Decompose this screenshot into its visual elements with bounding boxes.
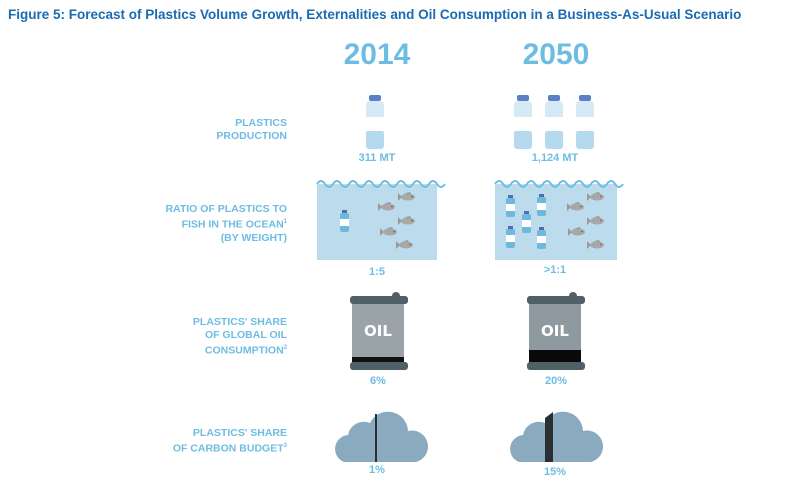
value-oil-2050: 20% — [544, 375, 568, 387]
value-ratio-2014: 1:5 — [369, 266, 385, 278]
value-ratio-2050: >1:1 — [543, 264, 567, 276]
bottle-icons-2050 — [514, 95, 594, 149]
bottle-icon-2014 — [366, 95, 384, 149]
cloud-icon-2014 — [335, 411, 429, 462]
oil-label: OIL — [364, 322, 392, 340]
cloud-icon-2050 — [510, 411, 604, 462]
value-carbon-2014: 1% — [369, 464, 385, 476]
ocean-icon-2050 — [494, 180, 624, 260]
figure-title: Figure 5: Forecast of Plastics Volume Gr… — [8, 7, 742, 22]
value-oil-2014: 6% — [370, 375, 386, 387]
oil-barrel-icon-2050: OIL — [527, 292, 585, 370]
oil-barrel-icon-2014: OIL — [350, 292, 408, 370]
year-2050: 2050 — [522, 38, 590, 71]
value-production-2050: 1,124 MT — [531, 152, 579, 164]
oil-label: OIL — [541, 322, 569, 340]
value-production-2014: 311 MT — [358, 152, 396, 164]
ocean-icon-2014 — [316, 180, 446, 260]
year-2014: 2014 — [343, 38, 411, 71]
value-carbon-2050: 15% — [543, 466, 567, 478]
